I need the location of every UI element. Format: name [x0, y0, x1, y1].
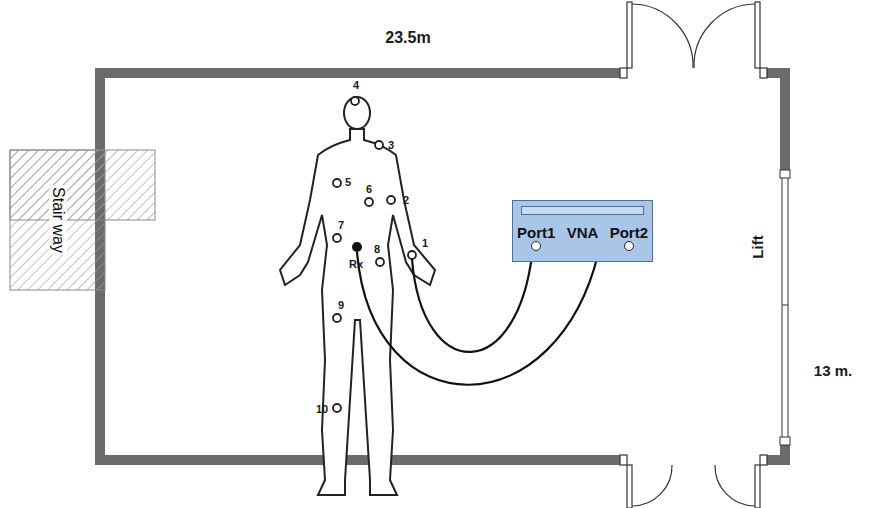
callout-number: 3	[388, 139, 394, 151]
callout-number: 7	[338, 219, 344, 231]
callout-number: 9	[338, 299, 344, 311]
receiver-point	[352, 242, 362, 252]
callout-number: 10	[316, 403, 328, 415]
port-socket	[624, 241, 634, 251]
lift-door	[780, 170, 790, 445]
device-name: VNA	[567, 224, 599, 241]
door	[620, 2, 767, 78]
stairway-label: Stair way	[48, 185, 66, 255]
stairway-box: Stair way	[10, 150, 105, 290]
dimension-label: 23.5m	[385, 29, 430, 47]
sensor-point	[333, 97, 416, 412]
port-label: Port1	[517, 224, 555, 241]
callout-number: 8	[374, 243, 380, 255]
callout-number: 1	[422, 237, 428, 249]
dimension-label: 13 m.	[814, 362, 852, 379]
port-label: Port2	[610, 224, 648, 241]
human-body	[280, 97, 435, 495]
room-label: Lift	[749, 235, 766, 258]
port-socket	[531, 241, 541, 251]
callout-number: 6	[366, 183, 372, 195]
callout-number: 5	[345, 176, 351, 188]
stair-hatch	[10, 150, 105, 290]
vna-box: Port1 VNA Port2	[512, 200, 653, 262]
door	[620, 455, 767, 508]
callout-number: Rx	[349, 258, 363, 270]
wall	[95, 68, 790, 465]
vna-text-row: Port1 VNA Port2	[517, 224, 648, 241]
cable	[357, 246, 600, 385]
callout-number: 4	[353, 79, 359, 91]
vna-display	[521, 206, 644, 215]
room-floor	[105, 78, 780, 455]
callout-number: 2	[403, 194, 409, 206]
